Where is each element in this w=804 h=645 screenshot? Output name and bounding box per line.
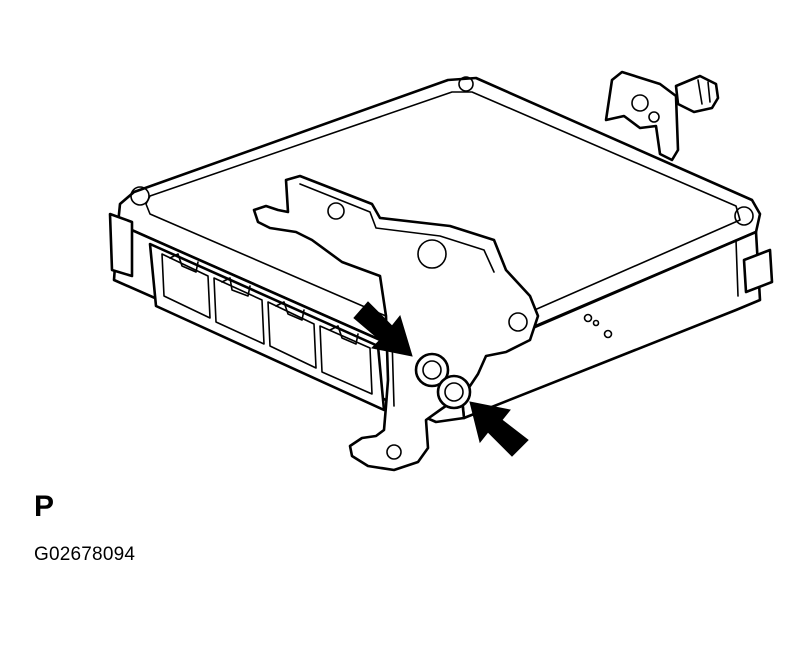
callout-arrow-lower: [469, 401, 529, 457]
connector-block: [148, 242, 386, 412]
callout-arrow-upper: [353, 301, 413, 357]
bolt-lower: [436, 374, 472, 410]
view-label: P: [34, 490, 55, 523]
bolt-upper: [414, 352, 450, 388]
figure-code: G02678094: [34, 544, 136, 565]
rear-bracket: [604, 70, 720, 162]
mounting-bolts: [414, 352, 472, 410]
